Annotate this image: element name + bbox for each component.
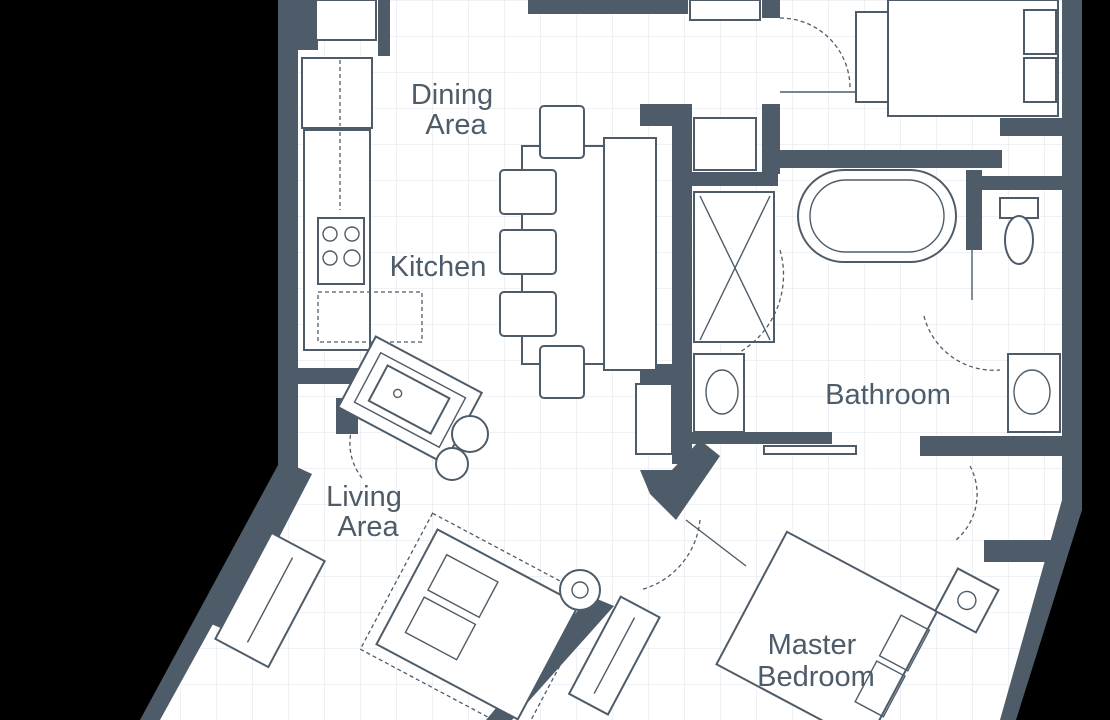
bar-stool <box>435 447 469 481</box>
stove-icon <box>317 217 365 285</box>
bed-icon <box>887 0 1059 117</box>
bathtub-icon <box>797 169 957 263</box>
door-swing-icon <box>639 519 701 591</box>
sink-icon <box>693 353 745 433</box>
tv-console <box>213 531 327 669</box>
toilet-icon <box>999 197 1039 265</box>
sofa-icon <box>359 512 596 720</box>
nightstand <box>933 567 1000 634</box>
vanity-top <box>689 0 761 21</box>
pocket-door <box>763 445 857 455</box>
dresser <box>567 595 661 716</box>
table-icon <box>521 137 657 371</box>
label-master-bedroom: Master Bedroom <box>757 629 875 693</box>
nightstand <box>855 11 893 103</box>
console-cabinet <box>635 383 673 455</box>
closet-shelf <box>693 117 757 171</box>
side-table <box>559 569 601 611</box>
label-dining-area: Dining Area <box>411 79 501 141</box>
bed-icon <box>715 530 939 720</box>
closet-cabinet <box>315 0 377 41</box>
label-bathroom: Bathroom <box>825 379 951 411</box>
fridge <box>301 57 373 129</box>
chair-icon <box>499 105 585 399</box>
bar-stool <box>451 415 489 453</box>
label-kitchen: Kitchen <box>390 251 487 283</box>
sink-icon <box>336 335 484 465</box>
sink-icon <box>1007 353 1061 433</box>
label-living-area: Living Area <box>326 481 410 543</box>
